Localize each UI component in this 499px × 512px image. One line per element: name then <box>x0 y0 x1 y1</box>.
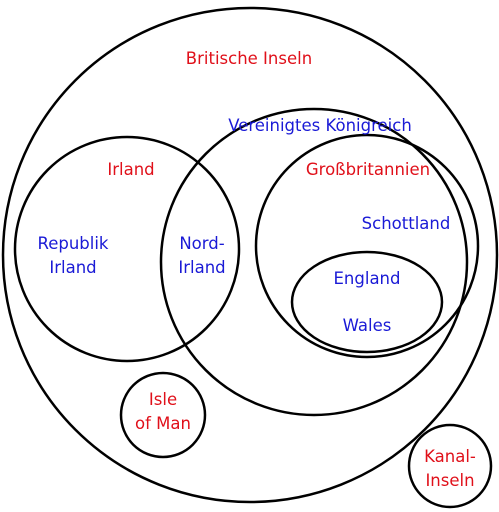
label-england: England <box>334 269 401 288</box>
label-schottland: Schottland <box>362 214 451 233</box>
britische-inseln-circle <box>1 6 499 504</box>
grossbritannien-circle <box>254 133 480 359</box>
label-wales: Wales <box>343 316 392 335</box>
label-irland: Irland <box>107 160 154 179</box>
label-republik-line1: Republik <box>37 234 108 253</box>
label-britische-inseln: Britische Inseln <box>186 49 312 68</box>
label-republik-line2: Irland <box>49 258 96 277</box>
label-nord-irland-line2: Irland <box>178 258 225 277</box>
irland-circle <box>13 135 241 363</box>
label-isle-of-man-line1: Isle <box>149 390 177 409</box>
kanal-inseln-circle <box>407 423 493 509</box>
label-grossbritannien: Großbritannien <box>306 160 430 179</box>
label-nord-irland-line1: Nord- <box>179 234 224 253</box>
isle-of-man-circle <box>119 371 207 459</box>
vereinigtes-koenigreich-circle <box>159 107 469 417</box>
england-wales-ellipse <box>290 250 444 354</box>
label-vereinigtes-koenigreich: Vereinigtes Königreich <box>228 116 412 135</box>
label-kanal-inseln-line2: Inseln <box>425 471 474 490</box>
label-kanal-inseln-line1: Kanal- <box>424 447 476 466</box>
label-isle-of-man-line2: of Man <box>135 414 191 433</box>
